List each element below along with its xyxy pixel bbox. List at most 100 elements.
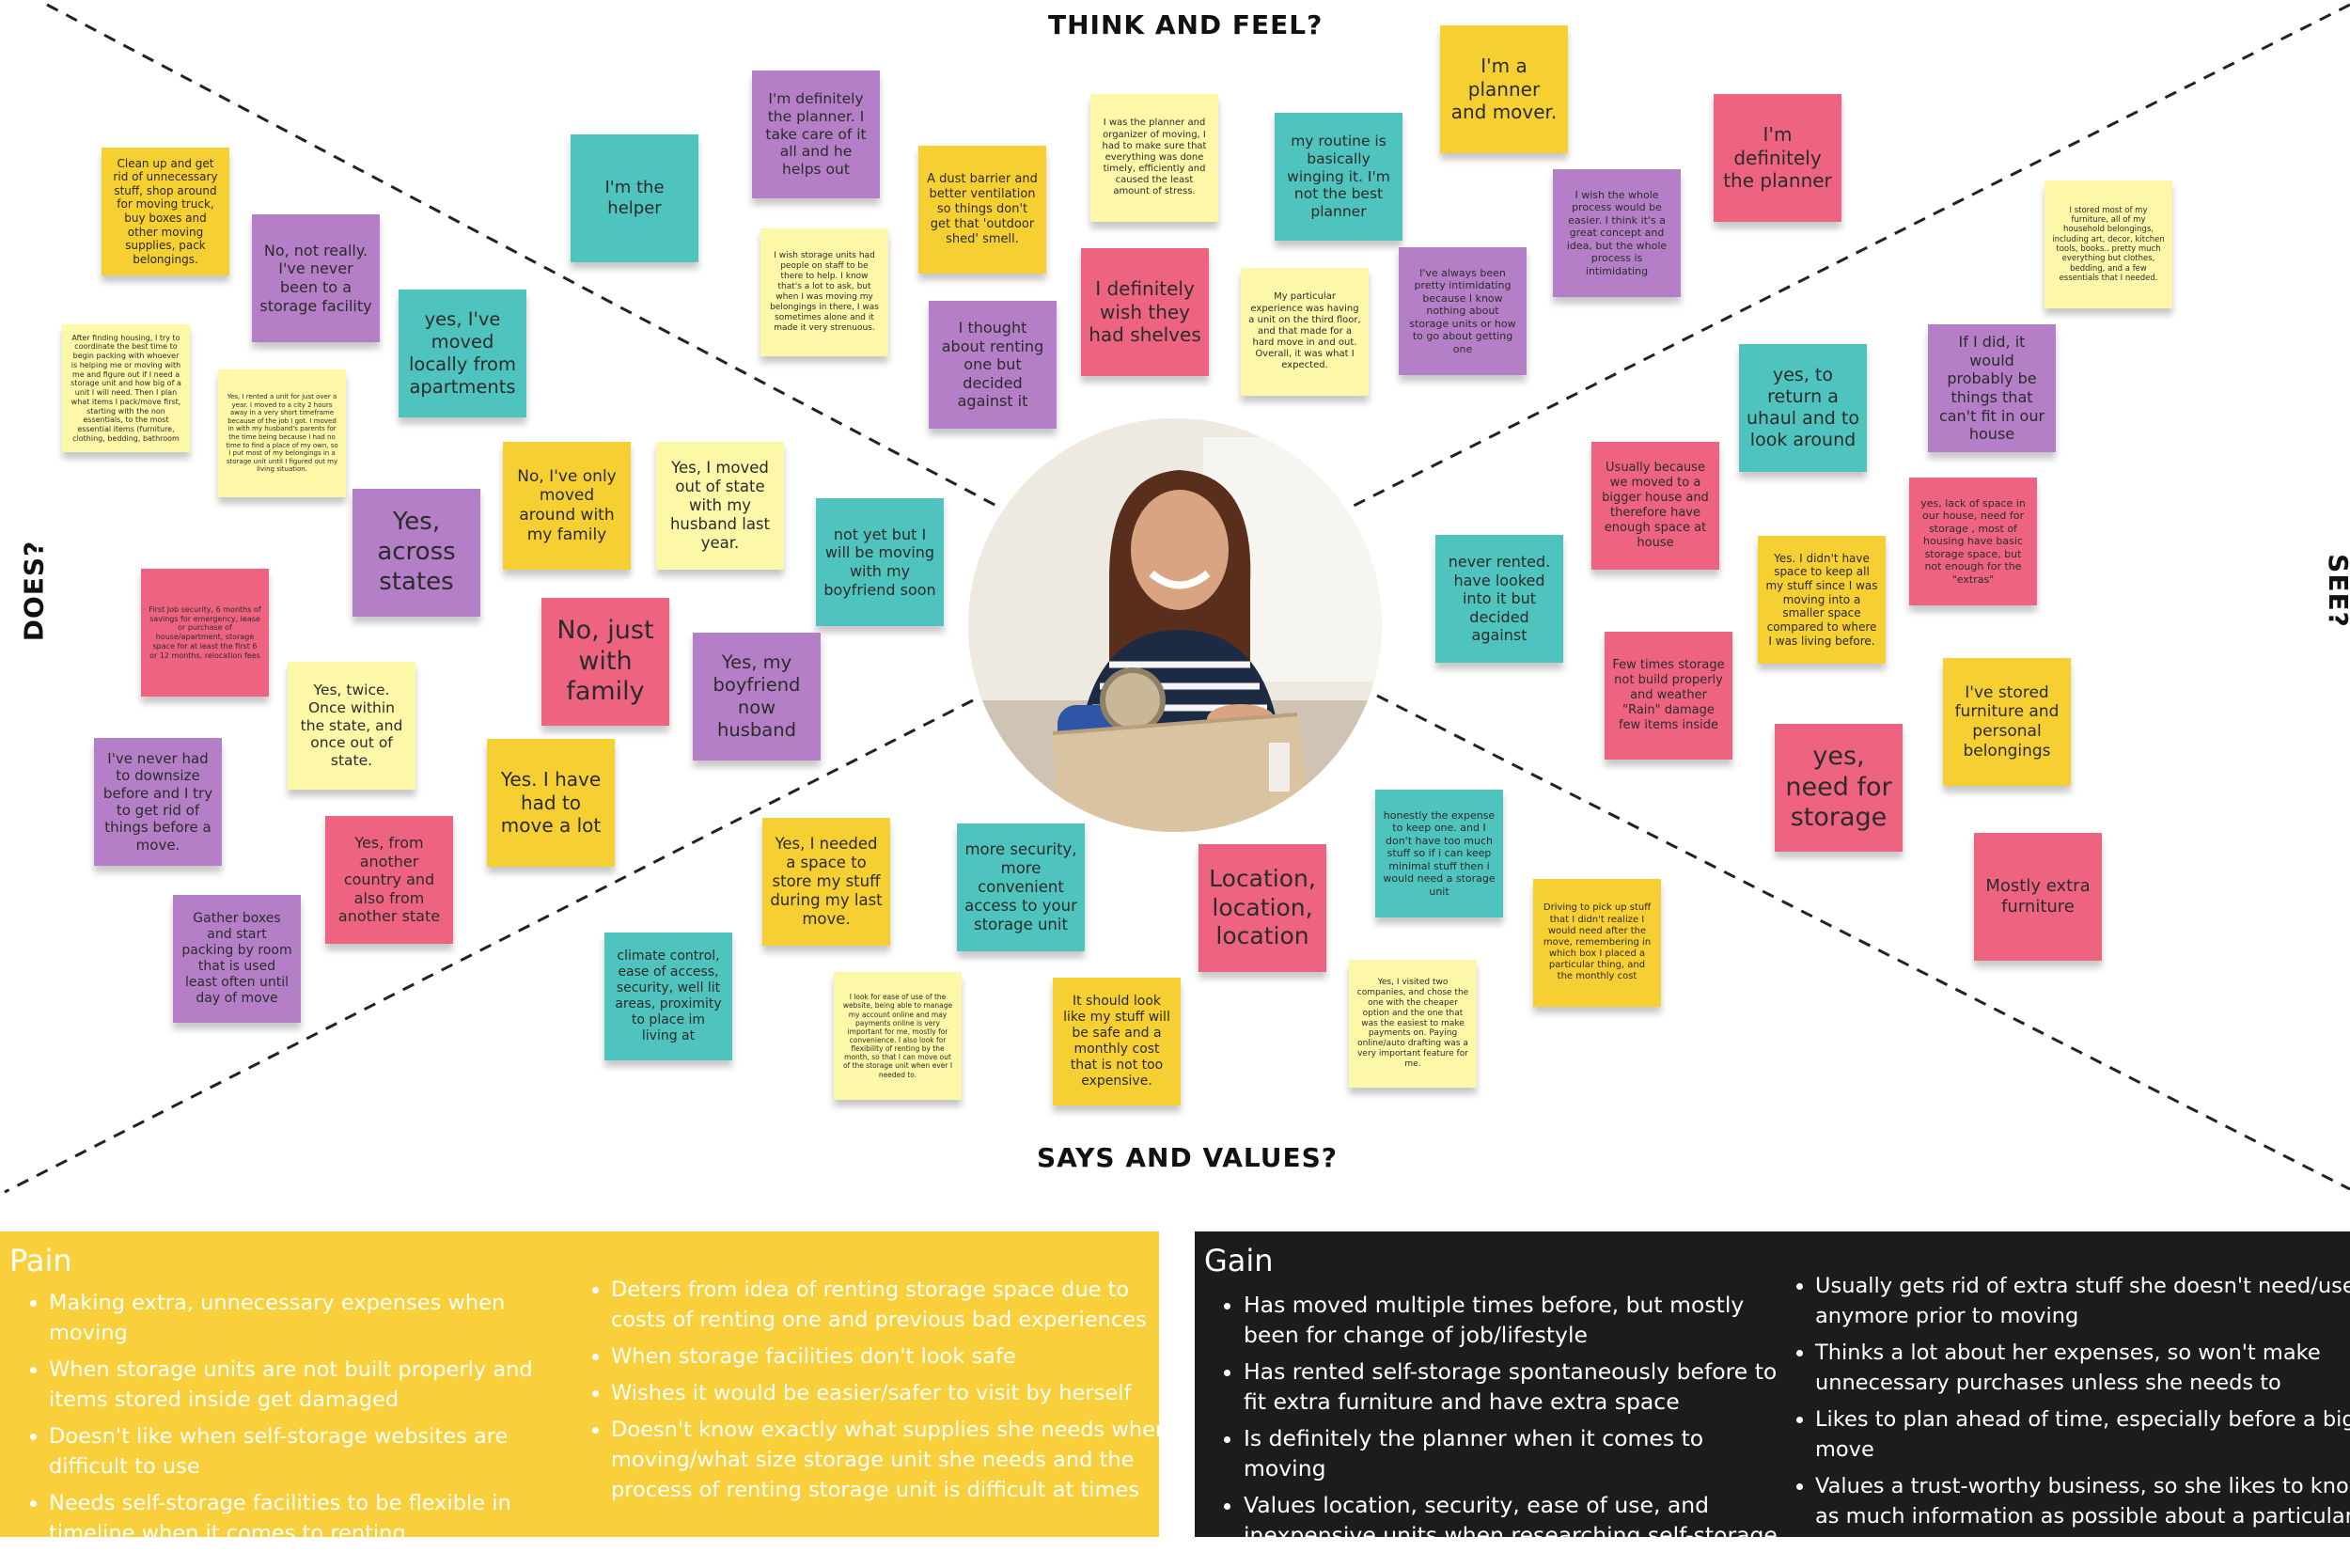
gain-item: Likes to plan ahead of time, especially … bbox=[1815, 1404, 2350, 1465]
sticky-note-text: I wish storage units had people on staff… bbox=[770, 251, 879, 333]
sticky-note-text: Driving to pick up stuff that I didn't r… bbox=[1543, 902, 1652, 982]
sticky-note: Driving to pick up stuff that I didn't r… bbox=[1533, 879, 1661, 1007]
sticky-note: Yes, my boyfriend now husband bbox=[693, 633, 821, 760]
sticky-note: No, not really. I've never been to a sto… bbox=[252, 214, 380, 342]
heading-does: DOES? bbox=[18, 540, 50, 642]
sticky-note-text: more security, more convenient access to… bbox=[964, 839, 1077, 934]
sticky-note-text: I definitely wish they had shelves bbox=[1089, 277, 1201, 347]
gain-list-left: Has moved multiple times before, but mos… bbox=[1204, 1290, 1784, 1557]
sticky-note-text: I've never had to downsize before and I … bbox=[102, 750, 213, 854]
sticky-note: I stored most of my furniture, all of my… bbox=[2044, 180, 2172, 308]
gain-title: Gain bbox=[1204, 1243, 1274, 1278]
sticky-note: yes, to return a uhaul and to look aroun… bbox=[1739, 344, 1867, 472]
sticky-note: I've never had to downsize before and I … bbox=[94, 738, 222, 866]
pain-item: When storage facilities don't look safe bbox=[611, 1341, 1175, 1372]
sticky-note-text: I thought about renting one but decided … bbox=[941, 319, 1044, 411]
sticky-note: Usually because we moved to a bigger hou… bbox=[1591, 442, 1719, 570]
sticky-note-text: never rented. have looked into it but de… bbox=[1448, 553, 1551, 645]
persona-photo bbox=[968, 418, 1382, 832]
pain-item: Needs self-storage facilities to be flex… bbox=[49, 1488, 585, 1548]
sticky-note: I've stored furniture and personal belon… bbox=[1943, 658, 2071, 786]
sticky-note: my routine is basically winging it. I'm … bbox=[1275, 113, 1402, 241]
sticky-note: It should look like my stuff will be saf… bbox=[1053, 978, 1181, 1105]
sticky-note-text: yes, lack of space in our house, need fo… bbox=[1920, 497, 2026, 586]
sticky-note-text: Yes, I moved out of state with my husban… bbox=[669, 458, 771, 553]
sticky-note-text: I'm the helper bbox=[604, 178, 665, 218]
sticky-note-text: Usually because we moved to a bigger hou… bbox=[1602, 461, 1709, 550]
sticky-note: I thought about renting one but decided … bbox=[929, 301, 1057, 429]
sticky-note: Yes, across states bbox=[352, 489, 480, 617]
pain-item: Doesn't know exactly what supplies she n… bbox=[611, 1415, 1175, 1505]
person-packing-box-icon bbox=[968, 418, 1382, 832]
heading-see: SEE? bbox=[2322, 554, 2350, 628]
sticky-note-text: First Job security, 6 months of savings … bbox=[149, 604, 261, 660]
gain-item: Has rented self-storage spontaneously be… bbox=[1244, 1356, 1784, 1417]
sticky-note-text: I've always been pretty intimidating bec… bbox=[1409, 267, 1516, 355]
sticky-note-text: Gather boxes and start packing by room t… bbox=[181, 910, 292, 1007]
heading-think-and-feel: THINK AND FEEL? bbox=[1048, 9, 1324, 40]
sticky-note-text: I wish the whole process would be easier… bbox=[1566, 189, 1668, 277]
pain-item: Wishes it would be easier/safer to visit… bbox=[611, 1378, 1175, 1408]
sticky-note: more security, more convenient access to… bbox=[957, 823, 1085, 951]
sticky-note-text: Yes, I rented a unit for just over a yea… bbox=[226, 393, 338, 474]
sticky-note-text: Yes, I needed a space to store my stuff … bbox=[770, 834, 883, 929]
sticky-note-text: not yet but I will be moving with my boy… bbox=[823, 525, 936, 599]
sticky-note-text: Yes, my boyfriend now husband bbox=[713, 651, 801, 741]
sticky-note: Mostly extra furniture bbox=[1974, 833, 2102, 961]
pain-item: Deters from idea of renting storage spac… bbox=[611, 1275, 1175, 1335]
sticky-note: Yes, I needed a space to store my stuff … bbox=[762, 818, 890, 946]
sticky-note: Yes. I have had to move a lot bbox=[487, 739, 615, 867]
sticky-note-text: Yes. I didn't have space to keep all my … bbox=[1765, 551, 1878, 648]
pain-item: Making extra, unnecessary expenses when … bbox=[49, 1288, 585, 1348]
gain-item: Values location, security, ease of use, … bbox=[1244, 1490, 1784, 1550]
sticky-note: Yes, twice. Once within the state, and o… bbox=[288, 662, 415, 790]
sticky-note: I'm a planner and mover. bbox=[1440, 25, 1568, 153]
heading-says-and-values: SAYS AND VALUES? bbox=[1037, 1142, 1338, 1173]
sticky-note-text: Mostly extra furniture bbox=[1985, 876, 2091, 917]
sticky-note-text: No, just with family bbox=[556, 615, 654, 707]
sticky-note-text: No, I've only moved around with my famil… bbox=[517, 466, 617, 544]
sticky-note: No, just with family bbox=[541, 598, 669, 726]
gain-item: Has moved multiple times before, but mos… bbox=[1244, 1290, 1784, 1350]
sticky-note-text: Yes, from another country and also from … bbox=[337, 834, 441, 926]
pain-list-left: Making extra, unnecessary expenses when … bbox=[9, 1288, 585, 1555]
sticky-note-text: climate control, ease of access, securit… bbox=[615, 948, 722, 1044]
sticky-note: Yes, I moved out of state with my husban… bbox=[656, 442, 784, 570]
sticky-note: yes, need for storage bbox=[1775, 724, 1903, 852]
sticky-note-text: I'm definitely the planner bbox=[1723, 123, 1832, 193]
sticky-note: I definitely wish they had shelves bbox=[1081, 248, 1209, 376]
sticky-note-text: I've stored furniture and personal belon… bbox=[1954, 682, 2060, 760]
sticky-note-text: A dust barrier and better ventilation so… bbox=[927, 172, 1038, 246]
pain-panel: Pain Making extra, unnecessary expenses … bbox=[0, 1231, 1168, 1545]
divider-bottom-left bbox=[4, 698, 974, 1194]
sticky-note: I wish storage units had people on staff… bbox=[760, 228, 888, 356]
sticky-note: I've always been pretty intimidating bec… bbox=[1399, 247, 1527, 375]
sticky-note: I'm definitely the planner bbox=[1714, 94, 1841, 222]
divider-top-left bbox=[46, 3, 997, 508]
sticky-note: I'm definitely the planner. I take care … bbox=[752, 71, 880, 198]
sticky-note: I'm the helper bbox=[571, 134, 698, 262]
sticky-note-text: Yes, I visited two companies, and chose … bbox=[1356, 977, 1469, 1070]
sticky-note: not yet but I will be moving with my boy… bbox=[816, 498, 944, 626]
sticky-note-text: No, not really. I've never been to a sto… bbox=[259, 241, 372, 315]
gain-item: Values a trust-worthy business, so she l… bbox=[1815, 1471, 2350, 1561]
sticky-note: Gather boxes and start packing by room t… bbox=[173, 895, 301, 1023]
divider-bottom-right bbox=[1376, 694, 2350, 1191]
sticky-note-text: I look for ease of use of the website, b… bbox=[842, 993, 953, 1079]
sticky-note-text: I stored most of my furniture, all of my… bbox=[2052, 205, 2165, 284]
sticky-note: yes, I've moved locally from apartments bbox=[399, 290, 526, 417]
pain-list-right: Deters from idea of renting storage spac… bbox=[572, 1275, 1175, 1512]
sticky-note-text: I'm definitely the planner. I take care … bbox=[765, 89, 867, 179]
sticky-note: A dust barrier and better ventilation so… bbox=[918, 146, 1046, 274]
sticky-note: Yes, I visited two companies, and chose … bbox=[1349, 960, 1477, 1088]
gain-item: Is definitely the planner when it comes … bbox=[1244, 1423, 1784, 1483]
sticky-note-text: yes, I've moved locally from apartments bbox=[409, 308, 516, 398]
sticky-note-text: My particular experience was having a un… bbox=[1248, 291, 1361, 371]
sticky-note: Location, location, location bbox=[1198, 844, 1326, 972]
sticky-note: Clean up and get rid of unnecessary stuf… bbox=[102, 148, 229, 275]
sticky-note-text: Few times storage not build properly and… bbox=[1612, 658, 1725, 732]
gain-item: Thinks a lot about her expenses, so won'… bbox=[1815, 1338, 2350, 1398]
sticky-note: No, I've only moved around with my famil… bbox=[503, 442, 631, 570]
sticky-note: My particular experience was having a un… bbox=[1241, 268, 1369, 396]
